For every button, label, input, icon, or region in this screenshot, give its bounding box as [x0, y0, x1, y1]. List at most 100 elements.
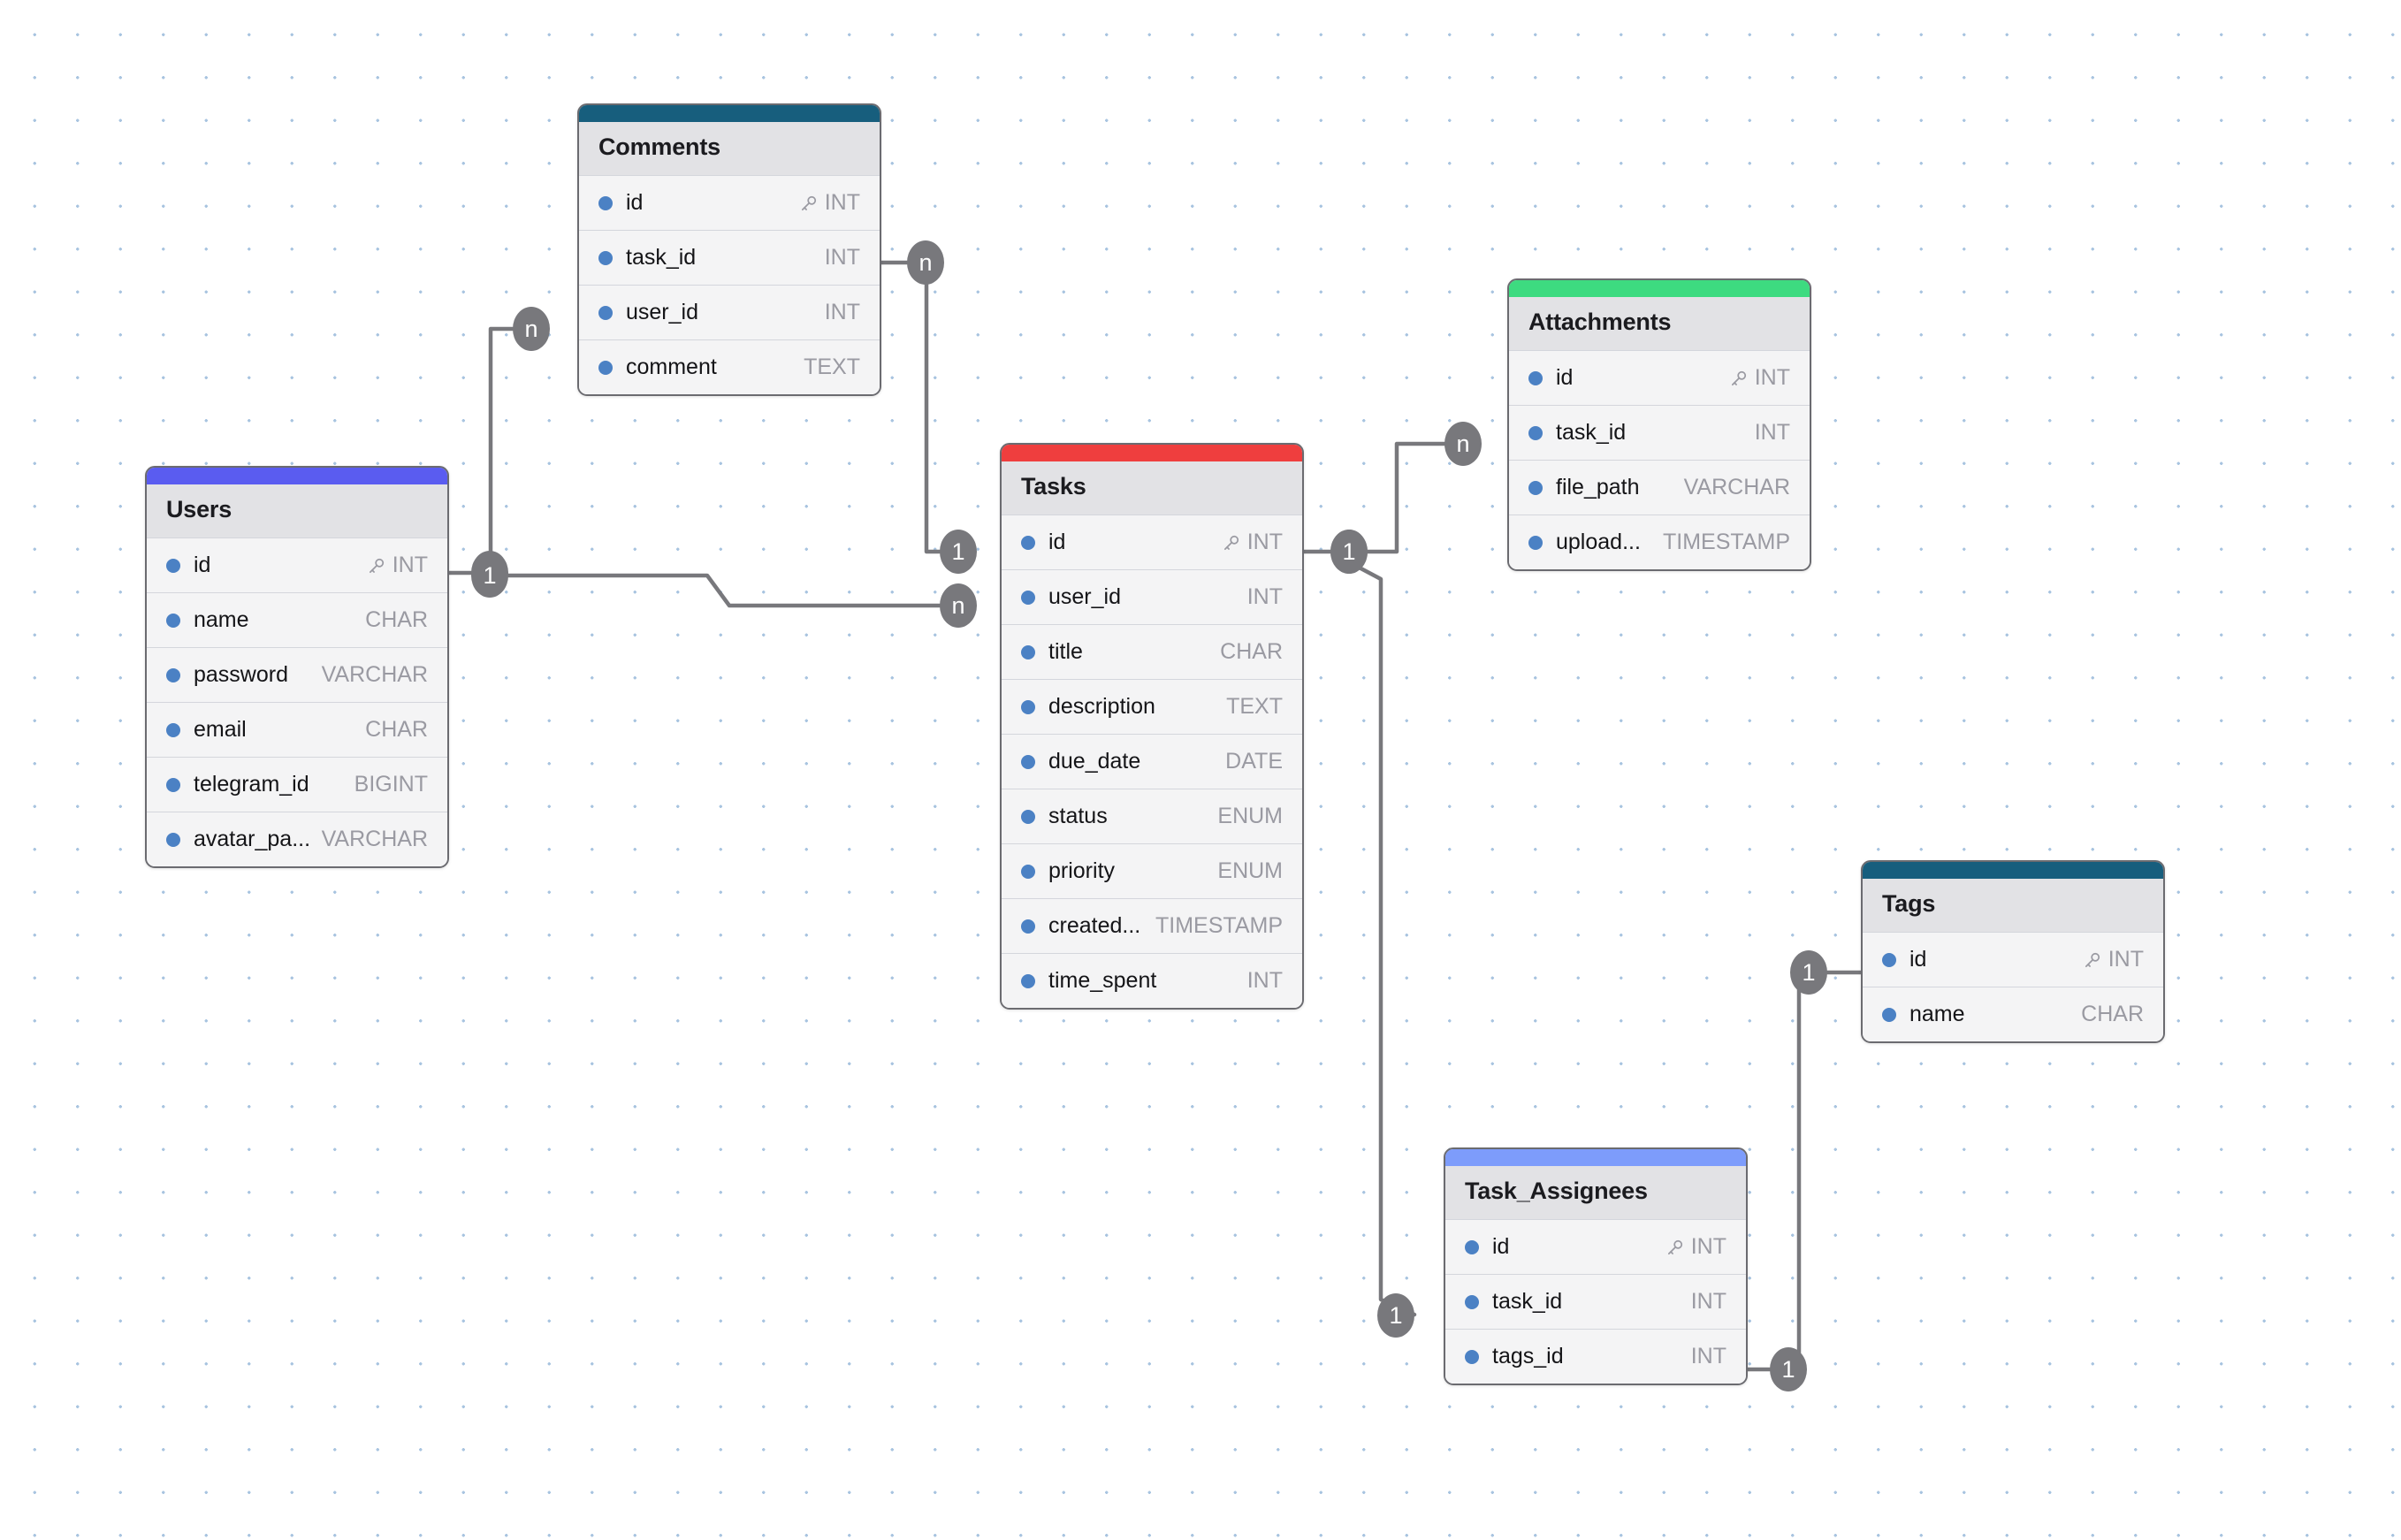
- field-name: telegram_id: [194, 772, 309, 797]
- field-row[interactable]: avatar_pa...VARCHAR: [147, 812, 447, 866]
- relationship-edge[interactable]: [879, 260, 962, 554]
- field-name: task_id: [1492, 1289, 1563, 1314]
- field-meta: INT: [1665, 1234, 1726, 1260]
- cardinality-badge[interactable]: n: [513, 307, 550, 351]
- table-accent-bar: [1445, 1149, 1746, 1166]
- field-row[interactable]: upload...TIMESTAMP: [1509, 515, 1810, 569]
- field-meta: INT: [1729, 365, 1790, 391]
- field-row[interactable]: task_id INT: [1445, 1274, 1746, 1329]
- cardinality-badge[interactable]: 1: [1790, 950, 1827, 995]
- table-accent-bar: [1863, 862, 2163, 879]
- field-type: INT: [1754, 420, 1790, 445]
- field-type: INT: [1246, 584, 1283, 609]
- field-bullet-icon: [166, 777, 180, 792]
- field-row[interactable]: name CHAR: [147, 592, 447, 647]
- field-name: priority: [1048, 858, 1116, 883]
- field-type: INT: [392, 553, 428, 577]
- primary-key-icon: [1729, 369, 1755, 388]
- field-meta: CHAR: [1220, 639, 1283, 665]
- cardinality-badge[interactable]: n: [1444, 422, 1482, 466]
- field-row[interactable]: created...TIMESTAMP: [1002, 898, 1302, 953]
- field-meta: ENUM: [1217, 804, 1283, 829]
- field-bullet-icon: [166, 832, 180, 847]
- field-name: upload...: [1556, 530, 1641, 554]
- field-bullet-icon: [1465, 1294, 1479, 1309]
- field-meta: CHAR: [2081, 1002, 2144, 1027]
- cardinality-badge[interactable]: 1: [940, 530, 977, 574]
- field-meta: TEXT: [804, 355, 860, 380]
- field-name: password: [194, 662, 288, 687]
- field-meta: VARCHAR: [1684, 475, 1790, 500]
- field-bullet-icon: [1021, 754, 1035, 769]
- field-meta: INT: [799, 190, 860, 216]
- relationship-edge[interactable]: [1745, 970, 1864, 1372]
- cardinality-badge[interactable]: 1: [471, 553, 508, 598]
- field-bullet-icon: [1465, 1239, 1479, 1254]
- table-accent-bar: [1002, 445, 1302, 461]
- table-title: Attachments: [1509, 297, 1810, 350]
- cardinality-badge[interactable]: 1: [1330, 530, 1368, 574]
- field-meta: INT: [1691, 1344, 1726, 1369]
- field-meta: INT: [825, 300, 860, 325]
- cardinality-badge[interactable]: 1: [1770, 1347, 1807, 1391]
- relationship-edge[interactable]: [1350, 561, 1417, 1317]
- table-title: Tasks: [1002, 461, 1302, 515]
- field-bullet-icon: [1021, 864, 1035, 879]
- relationship-edge[interactable]: [489, 573, 962, 608]
- relationship-edge[interactable]: [446, 326, 537, 576]
- field-row[interactable]: telegram_id BIGINT: [147, 757, 447, 812]
- table-accent-bar: [1509, 280, 1810, 297]
- field-type: INT: [1690, 1289, 1726, 1314]
- primary-key-icon: [1222, 533, 1247, 553]
- field-name: time_spent: [1048, 968, 1157, 993]
- field-meta: CHAR: [365, 717, 428, 743]
- field-type: INT: [824, 300, 860, 324]
- field-bullet-icon: [1021, 590, 1035, 605]
- field-type: DATE: [1225, 749, 1283, 774]
- field-name: name: [194, 607, 249, 632]
- field-bullet-icon: [1882, 952, 1896, 967]
- field-type: BIGINT: [354, 772, 428, 797]
- primary-key-icon: [1665, 1238, 1691, 1257]
- field-bullet-icon: [1465, 1349, 1479, 1364]
- field-name: file_path: [1556, 475, 1640, 499]
- cardinality-badge[interactable]: n: [907, 240, 944, 285]
- field-meta: TIMESTAMP: [1155, 913, 1283, 939]
- cardinality-badge[interactable]: 1: [1377, 1293, 1414, 1338]
- cardinality-badge[interactable]: n: [940, 583, 977, 628]
- field-bullet-icon: [166, 613, 180, 628]
- field-row[interactable]: file_path VARCHAR: [1509, 460, 1810, 515]
- field-bullet-icon: [166, 667, 180, 682]
- field-name: id: [1909, 947, 1927, 972]
- field-meta: CHAR: [365, 607, 428, 633]
- field-bullet-icon: [1021, 973, 1035, 988]
